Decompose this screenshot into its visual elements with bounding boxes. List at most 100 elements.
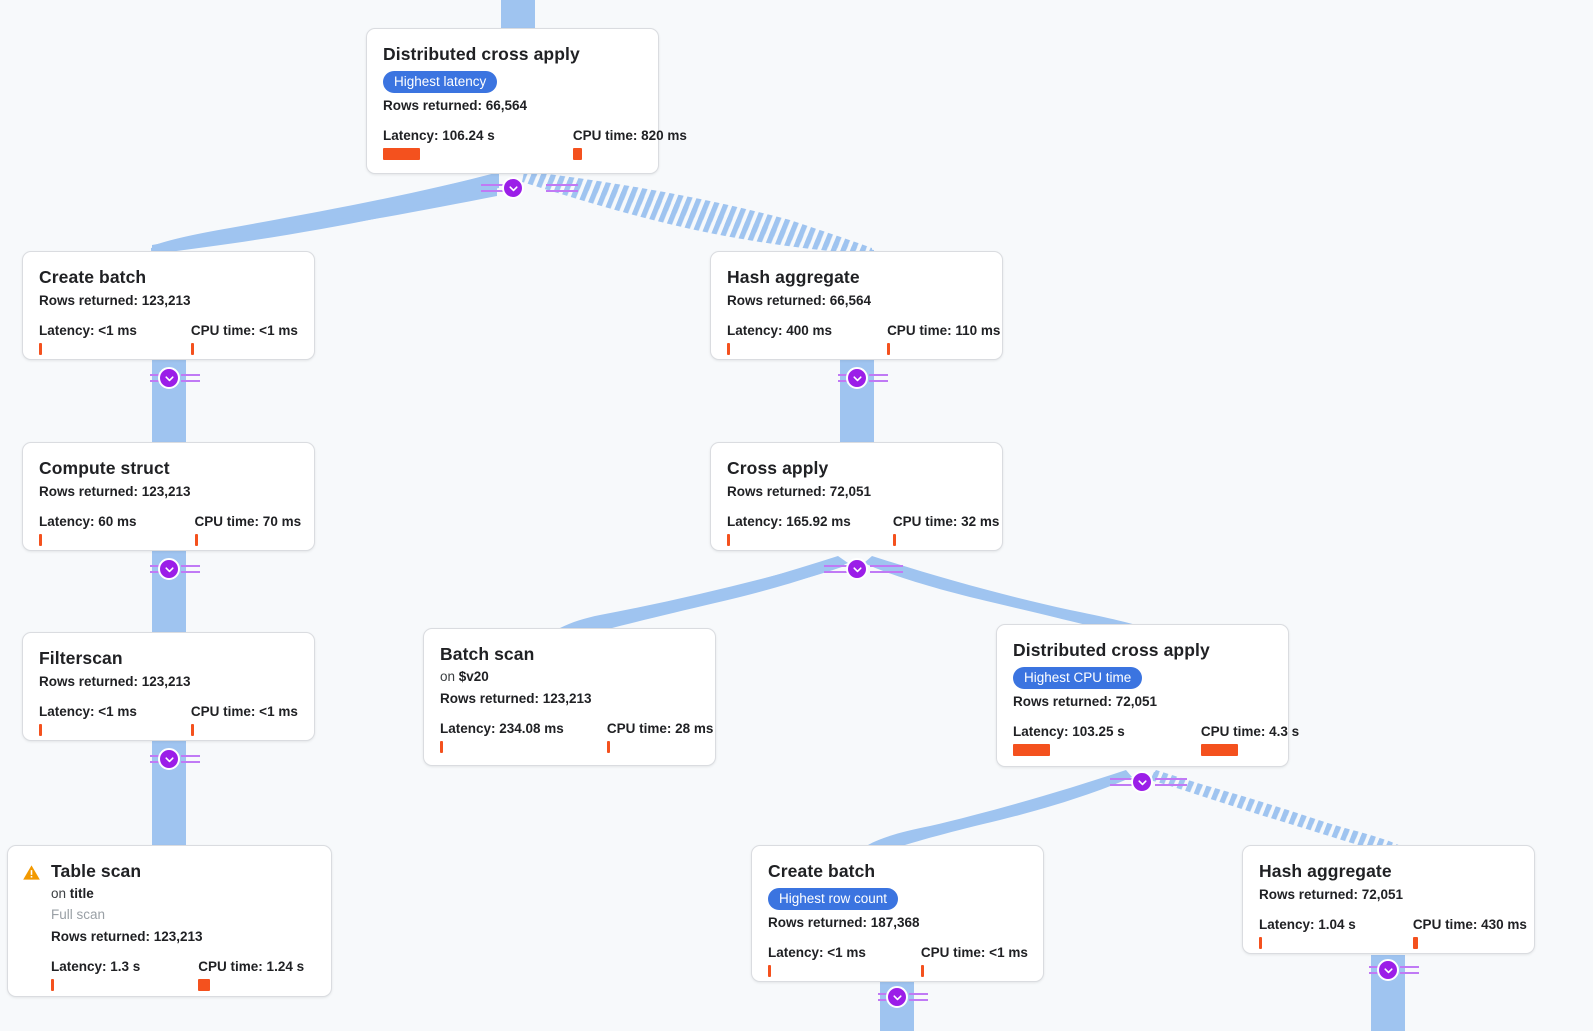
node-title: Table scan bbox=[51, 861, 142, 881]
latency-bar bbox=[1259, 937, 1262, 949]
node-metric-cpu-time: CPU time: 28 ms bbox=[606, 721, 714, 753]
node-metric-cpu-time: CPU time: 1.24 s bbox=[198, 959, 304, 991]
cpu-time-label: CPU time: 32 ms bbox=[892, 514, 1000, 529]
node-metric-cpu-time: CPU time: <1 ms bbox=[920, 945, 1028, 977]
node-metrics: Latency: 1.3 s CPU time: 1.24 s bbox=[51, 959, 315, 991]
latency-label: Latency: 400 ms bbox=[727, 323, 833, 338]
node-rows-returned: Rows returned: 72,051 bbox=[727, 484, 872, 499]
node-rows-returned: Rows returned: 123,213 bbox=[39, 293, 191, 308]
edge-cross-apply-batch-scan bbox=[560, 558, 845, 633]
node-subtitle-prefix: on bbox=[440, 669, 459, 684]
node-rows-returned: Rows returned: 66,564 bbox=[727, 293, 872, 308]
cpu-time-label: CPU time: 28 ms bbox=[606, 721, 714, 736]
node-subtitle-value: title bbox=[69, 886, 94, 901]
node-metric-cpu-time: CPU time: 4.3 s bbox=[1200, 724, 1300, 756]
latency-label: Latency: 106.24 s bbox=[383, 128, 495, 143]
node-title: Create batch bbox=[768, 861, 876, 881]
node-rows-returned: Rows returned: 187,368 bbox=[768, 915, 920, 930]
node-metrics: Latency: 165.92 ms CPU time: 32 ms bbox=[727, 514, 999, 546]
chevron-down-icon[interactable] bbox=[158, 367, 180, 389]
node-metric-latency: Latency: 60 ms bbox=[39, 514, 137, 546]
cpu-time-bar bbox=[1412, 937, 1418, 949]
chevron-down-icon[interactable] bbox=[846, 558, 868, 580]
node-subtitle: on $v20 bbox=[440, 668, 699, 686]
expander-root-rail-right bbox=[546, 181, 578, 195]
node-badge: Highest row count bbox=[768, 888, 899, 910]
latency-label: Latency: 165.92 ms bbox=[727, 514, 851, 529]
cpu-time-label: CPU time: 1.24 s bbox=[198, 959, 305, 974]
edge-root-hash-aggregate-body bbox=[522, 172, 874, 254]
node-subtitle-extra: Full scan bbox=[51, 907, 106, 922]
chevron-down-icon[interactable] bbox=[846, 367, 868, 389]
edge-root-hash-aggregate bbox=[527, 172, 872, 252]
node-metric-cpu-time: CPU time: <1 ms bbox=[190, 323, 298, 355]
latency-label: Latency: <1 ms bbox=[39, 704, 137, 719]
cpu-time-label: CPU time: 4.3 s bbox=[1200, 724, 1300, 739]
expander-cross-apply-rail-right bbox=[870, 562, 903, 576]
chevron-down-icon[interactable] bbox=[158, 748, 180, 770]
chevron-down-icon[interactable] bbox=[502, 177, 524, 199]
expander-compute-struct-rail-right bbox=[181, 562, 200, 576]
edge-root-create-batch-band bbox=[152, 173, 497, 252]
latency-bar bbox=[727, 343, 730, 355]
node-metric-latency: Latency: 1.3 s bbox=[51, 959, 140, 991]
expander-hash-aggregate-up-rail-right bbox=[869, 371, 888, 385]
cpu-time-bar bbox=[887, 343, 891, 355]
node-title: Create batch bbox=[39, 267, 147, 287]
latency-bar bbox=[39, 343, 42, 355]
node-title: Distributed cross apply bbox=[1013, 640, 1210, 660]
node-metric-latency: Latency: <1 ms bbox=[768, 945, 866, 977]
cpu-time-label: CPU time: <1 ms bbox=[920, 945, 1028, 960]
chevron-down-icon[interactable] bbox=[1131, 771, 1153, 793]
node-metrics: Latency: 1.04 s CPU time: 430 ms bbox=[1259, 917, 1527, 949]
latency-bar bbox=[727, 534, 730, 546]
cpu-time-bar bbox=[572, 148, 582, 160]
node-rows-returned: Rows returned: 72,051 bbox=[1259, 887, 1404, 902]
node-badge: Highest CPU time bbox=[1013, 667, 1143, 689]
cpu-time-bar bbox=[190, 343, 194, 355]
node-title: Cross apply bbox=[727, 458, 829, 478]
node-metric-cpu-time: CPU time: 110 ms bbox=[887, 323, 1000, 355]
cpu-time-bar bbox=[194, 534, 198, 546]
node-metric-latency: Latency: 1.04 s bbox=[1259, 917, 1356, 949]
node-metrics: Latency: <1 ms CPU time: <1 ms bbox=[768, 945, 1028, 977]
latency-label: Latency: 60 ms bbox=[39, 514, 137, 529]
node-rows-returned: Rows returned: 66,564 bbox=[383, 98, 528, 113]
node-title: Batch scan bbox=[440, 644, 535, 664]
latency-label: Latency: 1.04 s bbox=[1259, 917, 1356, 932]
edge-dca-hash-aggregate-lower-body bbox=[1150, 772, 1406, 856]
node-title: Filterscan bbox=[39, 648, 123, 668]
cpu-time-label: CPU time: <1 ms bbox=[190, 323, 298, 338]
node-metric-cpu-time: CPU time: 430 ms bbox=[1412, 917, 1527, 949]
chevron-down-icon[interactable] bbox=[886, 986, 908, 1008]
expander-create-batch-lower-rail-right bbox=[909, 990, 928, 1004]
chevron-down-icon[interactable] bbox=[1377, 959, 1399, 981]
latency-bar bbox=[383, 148, 420, 160]
chevron-down-icon[interactable] bbox=[158, 558, 180, 580]
cpu-time-label: CPU time: 430 ms bbox=[1412, 917, 1527, 932]
